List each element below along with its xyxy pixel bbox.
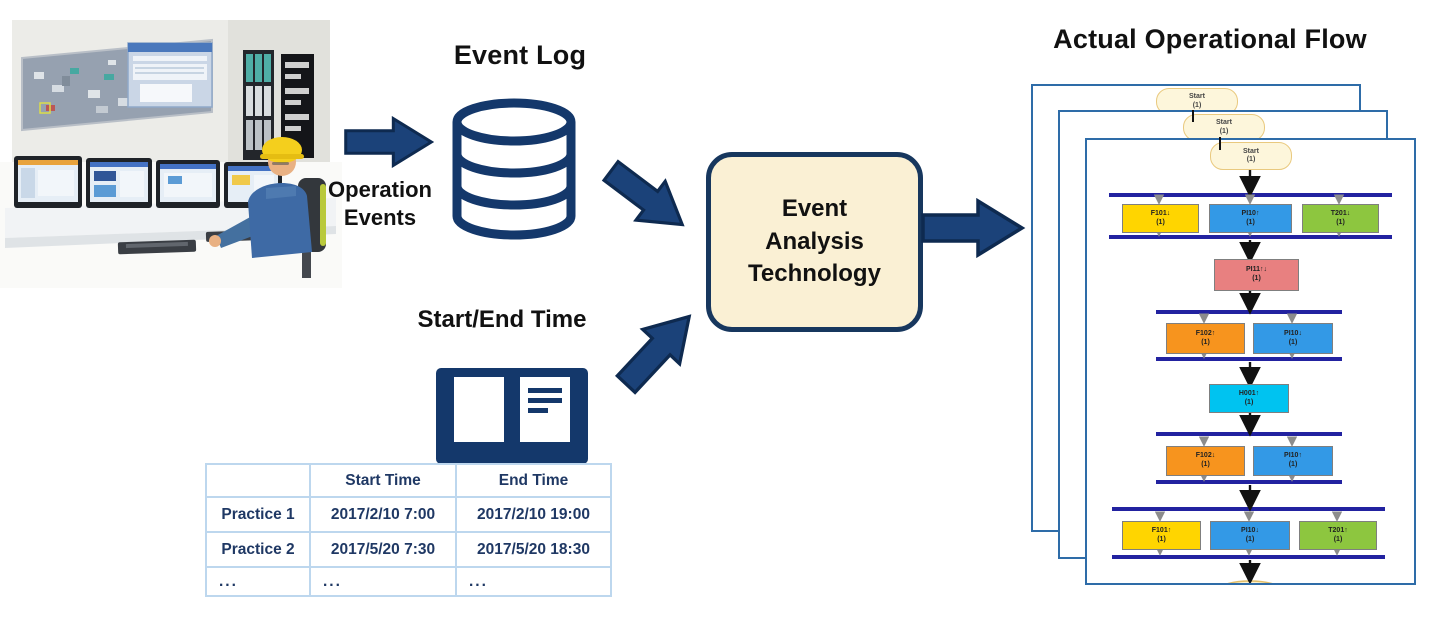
table-cell: ... [309,566,457,597]
analysis-box-line: Event [781,195,848,223]
start-end-time-table: Start Time End Time Practice 1 2017/2/10… [205,463,612,597]
flow-node-count: (1) [1244,398,1254,406]
flow-node-label: PI10↑ [1284,452,1302,460]
event-analysis-box: Event Analysis Technology [706,152,923,332]
flow-connectors [1109,168,1392,583]
flow-node: T201↑ (1) [1299,521,1377,550]
flow-node: F101↑ (1) [1122,521,1201,550]
flow-node-label: F102↑ [1195,329,1216,337]
start-node-label: Start [1189,93,1205,101]
flow-node: PI11↑↓ (1) [1214,259,1299,291]
flow-node: PI10↑ (1) [1253,446,1333,476]
flow-node: F102↑ (1) [1166,323,1245,354]
analysis-box-line: Technology [748,260,881,288]
start-connector-line [1219,137,1221,150]
start-connector-line [1192,110,1194,122]
flow-title: Actual Operational Flow [1053,24,1367,54]
control-room-illustration [0,20,342,288]
flow-node: T201↓ (1) [1302,204,1379,233]
table-cell: 2017/2/10 19:00 [455,496,612,533]
flow-node-count: (1) [1336,218,1345,226]
table-row: ... ... ... [205,566,612,597]
flow-node-count: (1) [1201,461,1210,468]
flow-node-count: (1) [1157,535,1166,543]
flow-node-label: F101↑ [1151,526,1172,534]
flow-node-label: H001↑ [1238,389,1260,397]
start-node-count: (1) [1219,127,1229,135]
flow-node-label: PI11↑↓ [1245,266,1267,274]
flow-node: F102↓ (1) [1166,446,1245,476]
table-cell: Practice 1 [205,496,311,533]
flow-node: PI10↑ (1) [1209,204,1292,233]
flow-node-count: (1) [1252,275,1261,282]
flow-node-count: (1) [1245,535,1255,543]
eventlog-to-analysis-arrow [601,159,685,227]
flow-node-label: PI10↓ [1284,329,1302,337]
start-node-count: (1) [1192,101,1202,109]
operation-events-label: Operation Events [328,177,432,230]
start-end-time-label: Start/End Time [417,306,587,333]
flow-node-label: F101↓ [1150,209,1171,217]
table-header-empty [205,463,311,498]
table-header-end-time: End Time [455,463,612,498]
table-cell: Practice 2 [205,531,311,568]
start-node-count: (1) [1246,156,1256,163]
table-cell: 2017/5/20 18:30 [455,531,612,568]
flow-node-label: T201↓ [1330,209,1351,217]
flow-node-count: (1) [1246,218,1255,226]
start-node: Start (1) [1210,142,1292,170]
table-cell: 2017/5/20 7:30 [309,531,457,568]
time-to-analysis-arrow [614,314,692,395]
photo-to-eventlog-arrow [344,116,434,168]
flow-page-3: Start (1) F101↓ (1) PI10↑ (1) T201↓ (1) … [1085,138,1416,585]
start-node-label: Start [1216,119,1232,127]
flow-node: PI10↓ (1) [1210,521,1290,550]
book-icon [436,368,588,471]
table-cell: 2017/2/10 7:00 [309,496,457,533]
control-room-photo [0,10,342,288]
flow-node: PI10↓ (1) [1253,323,1333,354]
flow-node-label: T201↑ [1328,526,1348,534]
flow-node: H001↑ (1) [1209,384,1289,413]
analysis-box-line: Analysis [765,227,864,255]
analysis-to-flow-arrow [921,198,1026,258]
flow-node-label: F102↓ [1195,452,1216,460]
start-node-label: Start [1243,147,1259,155]
flow-node-count: (1) [1288,338,1298,346]
table-header-start-time: Start Time [309,463,457,498]
flow-node-count: (1) [1288,461,1298,468]
start-node: Start (1) [1183,114,1265,141]
table-row: Practice 2 2017/5/20 7:30 2017/5/20 18:3… [205,531,612,568]
flow-node-count: (1) [1156,218,1165,226]
table-cell: ... [205,566,311,597]
event-log-title: Event Log [453,40,587,70]
database-icon [452,98,576,240]
table-cell: ... [455,566,612,597]
flow-node-label: PI10↑ [1241,209,1260,217]
table-row: Practice 1 2017/2/10 7:00 2017/2/10 19:0… [205,496,612,533]
flow-node-label: PI10↓ [1241,526,1259,534]
flow-node-count: (1) [1333,535,1343,543]
flow-node: F101↓ (1) [1122,204,1199,233]
flow-node-count: (1) [1201,338,1210,346]
